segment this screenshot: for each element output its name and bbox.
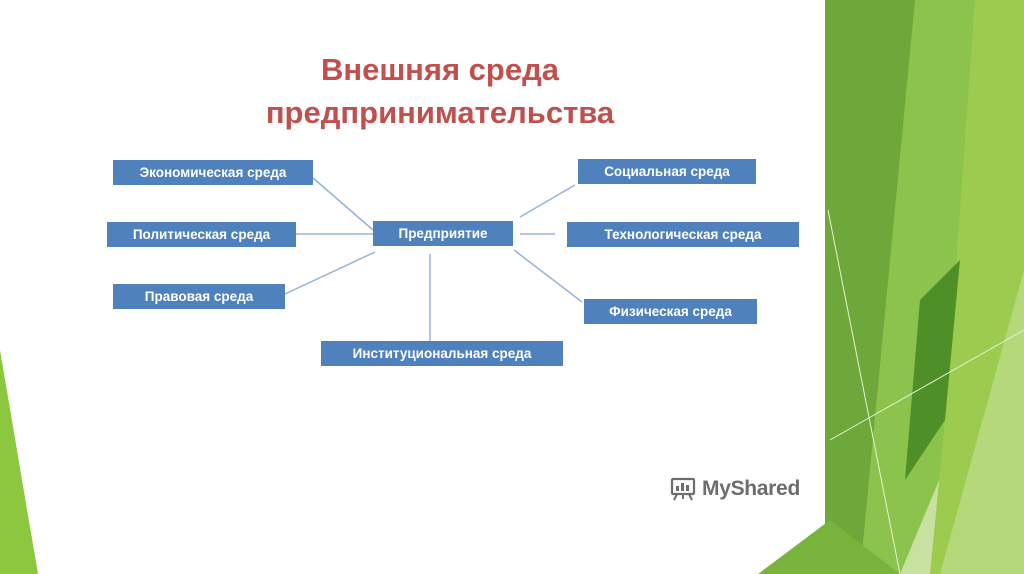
node-technological: Технологическая среда <box>567 222 799 247</box>
content-card <box>38 0 825 520</box>
node-social-label: Социальная среда <box>604 164 730 179</box>
page-title: Внешняя среда предпринимательства <box>140 48 740 134</box>
node-economic: Экономическая среда <box>113 160 313 185</box>
connector-legal <box>284 251 376 295</box>
node-political: Политическая среда <box>107 222 296 247</box>
green-shape-light <box>940 270 1024 574</box>
title-line-2: предпринимательства <box>265 95 615 130</box>
node-technological-label: Технологическая среда <box>604 227 762 242</box>
green-line <box>827 209 901 574</box>
green-line <box>829 329 1024 441</box>
green-shape-left <box>0 350 38 574</box>
node-institutional: Институциональная среда <box>321 341 563 366</box>
connector-economic <box>312 177 374 231</box>
green-shape-deep <box>905 260 960 480</box>
node-institutional-label: Институциональная среда <box>352 346 532 361</box>
node-physical-label: Физическая среда <box>609 304 732 319</box>
node-legal: Правовая среда <box>113 284 285 309</box>
node-economic-label: Экономическая среда <box>139 165 287 180</box>
presentation-board-icon <box>670 477 696 501</box>
node-center-label: Предприятие <box>398 226 488 241</box>
node-center: Предприятие <box>373 221 513 246</box>
watermark-text: MyShared <box>702 477 800 500</box>
node-social: Социальная среда <box>578 159 756 184</box>
green-shape-bottom <box>758 520 900 574</box>
watermark: MyShared <box>670 476 800 502</box>
connector-social <box>519 184 576 218</box>
node-legal-label: Правовая среда <box>144 289 254 304</box>
node-physical: Физическая среда <box>584 299 757 324</box>
title-line-1: Внешняя среда <box>320 52 560 87</box>
connector-physical <box>513 249 583 303</box>
node-political-label: Политическая среда <box>132 227 271 242</box>
